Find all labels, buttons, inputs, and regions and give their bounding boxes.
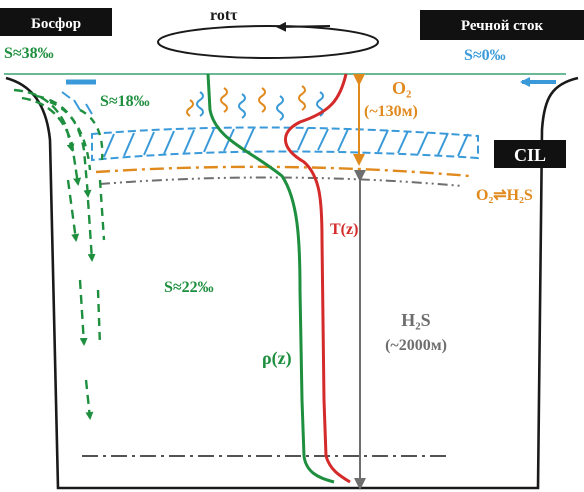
oxygen-symbol-label: O₂ [392,78,411,98]
cil-label: CIL [514,145,546,165]
density-profile-curve [206,73,335,484]
bosphorus-inflow-spray [61,91,93,115]
salinity-surface-label: S≈18‰ [100,93,150,110]
oxygen-depth-label: (~130м) [364,103,418,120]
river-runoff-box [420,10,584,40]
cil-hatching [103,127,469,158]
wind-curl-arrow [276,21,331,32]
temperature-profile-label: T(z) [330,221,358,238]
basin-outline [5,76,579,490]
redox-label: O₂⇌H₂S [476,187,533,204]
cil-box [494,140,566,168]
salinity-river-label: S≈0‰ [464,47,506,64]
cil-band [91,126,479,162]
bosphorus-label: Босфор [31,16,81,32]
hydrogen-sulfide-label-bg [366,306,466,360]
temperature-profile-curve [284,73,351,484]
salinity-bosphorus-label: S≈38‰ [4,45,54,62]
mixing-squiggles [186,85,324,121]
salinity-deep-label: S≈22‰ [164,279,214,296]
wind-curl-label: rotτ [210,7,238,24]
redox-interface-line [99,176,463,187]
hydrogen-sulfide-symbol-label: H₂S [401,310,430,330]
river-runoff-label: Речной сток [461,18,544,34]
oxycline-line [95,165,471,178]
bosphorus-box [0,8,112,36]
hydrogen-sulfide-depth-label: (~2000м) [385,337,447,354]
bosphorus-inflow-plume [13,88,106,420]
wind-curl-ellipse [157,25,379,59]
density-profile-label: ρ(z) [262,348,292,369]
